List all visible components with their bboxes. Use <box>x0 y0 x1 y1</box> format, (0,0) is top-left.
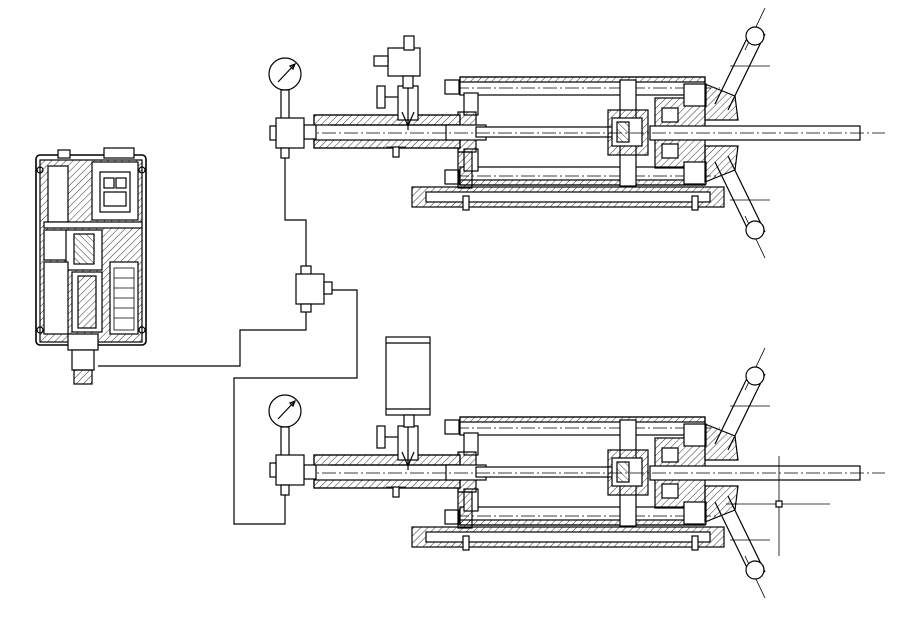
solenoid-valve <box>373 35 421 89</box>
reference-crosshair <box>726 456 830 556</box>
reservoir <box>385 336 431 428</box>
terminal-strip <box>113 267 135 331</box>
control-unit <box>35 147 147 385</box>
pressure-gauge-icon <box>268 57 305 159</box>
cylinder-assembly-top <box>299 7 886 259</box>
pressure-gauge-icon <box>268 394 305 496</box>
hydraulic-lines <box>98 158 358 525</box>
manifold-block <box>295 265 333 313</box>
